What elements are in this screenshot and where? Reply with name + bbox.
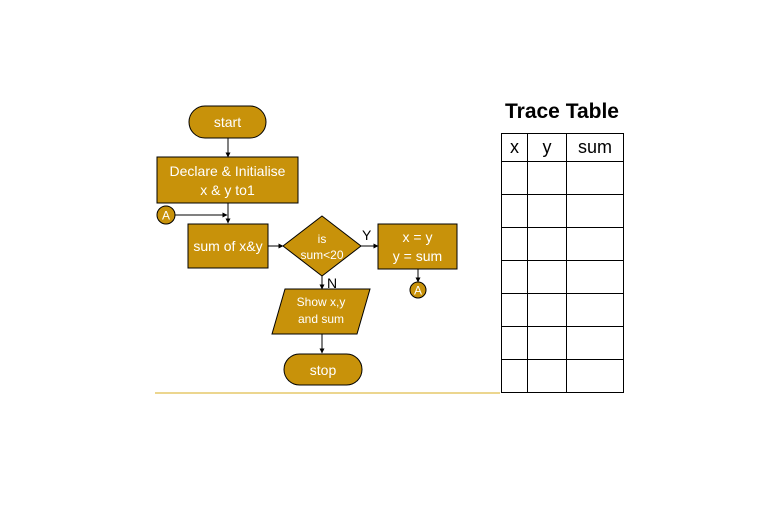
output-label-line2: and sum <box>298 312 344 326</box>
output-parallelogram <box>271 288 371 335</box>
trace-table-cell-sum <box>566 293 624 327</box>
sum-process-label: sum of x&y <box>193 238 262 254</box>
trace-table-cell-sum <box>566 161 624 195</box>
yes-branch-label: Y <box>362 227 372 243</box>
declare-process-box <box>156 156 299 204</box>
trace-table-row <box>501 227 624 261</box>
decision-label-line2: sum<20 <box>300 248 343 262</box>
connector-a-in <box>156 205 176 225</box>
trace-table-header-sum: sum <box>566 133 624 162</box>
trace-table-cell-sum <box>566 359 624 393</box>
assign-process-box <box>377 223 458 270</box>
trace-table-cell-y <box>527 227 567 261</box>
trace-table-row <box>501 260 624 294</box>
trace-table-cell-x <box>501 359 528 393</box>
stop-terminator <box>283 353 363 386</box>
start-label: start <box>214 114 241 130</box>
trace-table-row <box>501 293 624 327</box>
trace-table-header-x: x <box>501 133 528 162</box>
trace-table-row <box>501 194 624 228</box>
trace-table-body <box>501 161 624 393</box>
trace-table-cell-x <box>501 194 528 228</box>
trace-table-header-row: x y sum <box>501 133 624 162</box>
trace-table-cell-x <box>501 293 528 327</box>
trace-table-title: Trace Table <box>504 100 619 123</box>
start-terminator <box>188 105 267 139</box>
output-label-line1: Show x,y <box>297 295 346 309</box>
decision-label-line1: is <box>318 232 327 246</box>
trace-table-cell-x <box>501 260 528 294</box>
trace-table-header-y: y <box>527 133 567 162</box>
sum-process-box <box>187 223 269 269</box>
trace-table-cell-sum <box>566 194 624 228</box>
trace-table-cell-x <box>501 161 528 195</box>
no-branch-label: N <box>327 275 337 291</box>
trace-table-cell-y <box>527 260 567 294</box>
stop-label: stop <box>310 362 337 378</box>
trace-table-cell-y <box>527 326 567 360</box>
trace-table-cell-y <box>527 194 567 228</box>
trace-table-cell-y <box>527 161 567 195</box>
trace-table-row <box>501 161 624 195</box>
trace-table-cell-x <box>501 227 528 261</box>
trace-table-cell-sum <box>566 326 624 360</box>
trace-table-cell-sum <box>566 260 624 294</box>
declare-label-line2: x & y to1 <box>200 182 255 198</box>
connector-a-out <box>409 281 427 299</box>
trace-table-cell-y <box>527 359 567 393</box>
decision-diamond <box>282 215 362 277</box>
declare-label-line1: Declare & Initialise <box>170 163 286 179</box>
trace-table: x y sum <box>501 133 624 393</box>
trace-table-row <box>501 326 624 360</box>
connector-a-out-label: A <box>414 284 422 298</box>
trace-table-cell-sum <box>566 227 624 261</box>
trace-table-cell-y <box>527 293 567 327</box>
assign-label-line2: y = sum <box>393 248 442 264</box>
trace-table-row <box>501 359 624 393</box>
assign-label-line1: x = y <box>403 229 433 245</box>
connector-a-in-label: A <box>162 209 170 223</box>
trace-table-cell-x <box>501 326 528 360</box>
